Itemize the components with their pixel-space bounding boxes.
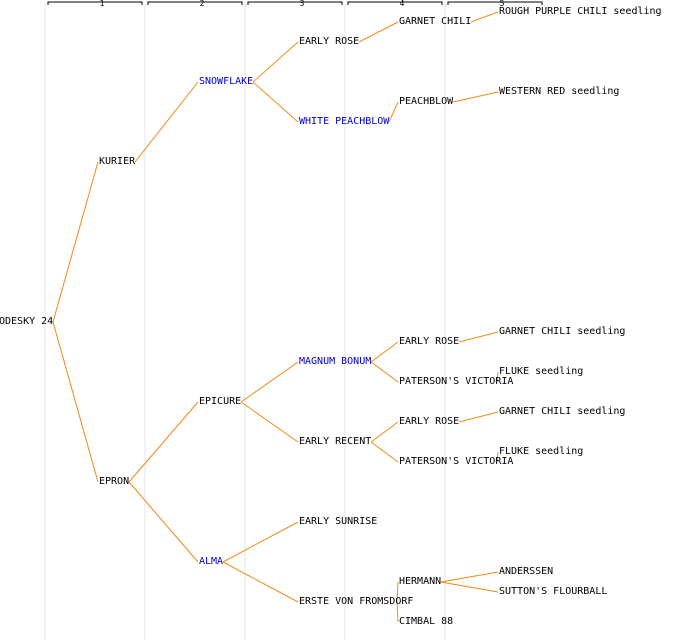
node-epicure[interactable]: EPICURE — [199, 396, 242, 407]
link-magnum_bonum-to-patersons_victoria_1 — [370, 361, 399, 383]
node-early-recent[interactable]: EARLY RECENT — [299, 436, 372, 447]
generation-1-bracket — [47, 1, 143, 5]
node-peachblow[interactable]: PEACHBLOW — [399, 96, 454, 107]
link-epicure-to-magnum_bonum — [240, 361, 299, 403]
node-patersons-victoria[interactable]: PATERSON'S VICTORIA — [399, 376, 514, 387]
link-alma-to-erste_von_fromsdorf — [222, 561, 299, 603]
link-erste_von_fromsdorf-to-cimbal_88 — [396, 601, 399, 623]
node-epron[interactable]: EPRON — [99, 476, 130, 487]
generation-4-bracket — [347, 1, 443, 5]
link-early_rose_2-to-garnet_chili_seedling_1 — [458, 331, 499, 343]
node-rough-purple-chili-seedling[interactable]: ROUGH PURPLE CHILI seedling — [499, 6, 662, 17]
link-erste_von_fromsdorf-to-hermann — [396, 581, 399, 603]
generation-2-bracket — [147, 1, 243, 5]
link-kurier-to-snowflake — [134, 81, 199, 163]
link-patersons_victoria_2-to-fluke_seedling_2 — [496, 451, 499, 463]
node-magnum-bonum[interactable]: MAGNUM BONUM — [299, 356, 372, 367]
link-snowflake-to-white_peachblow — [252, 81, 299, 123]
link-patersons_victoria_1-to-fluke_seedling_1 — [496, 371, 499, 383]
link-epron-to-alma — [128, 481, 199, 563]
node-cimbal-88[interactable]: CIMBAL 88 — [399, 616, 454, 627]
generation-3-bracket — [247, 1, 343, 5]
generation-5-bracket — [447, 1, 543, 5]
generation-5-label: 5 — [499, 0, 505, 8]
link-early_recent-to-early_rose_3 — [370, 421, 399, 443]
node-early-rose[interactable]: EARLY ROSE — [399, 336, 460, 347]
link-odesky-to-epron — [52, 321, 99, 483]
node-white-peachblow[interactable]: WHITE PEACHBLOW — [299, 116, 390, 127]
link-early_recent-to-patersons_victoria_2 — [370, 441, 399, 463]
generation-grid — [44, 1, 543, 640]
link-hermann-to-suttons_flourball — [440, 581, 499, 593]
link-hermann-to-anderssen — [440, 571, 499, 583]
generation-4-label: 4 — [399, 0, 405, 8]
link-alma-to-early_sunrise — [222, 521, 299, 563]
node-kurier[interactable]: KURIER — [99, 156, 136, 167]
node-fluke-seedling[interactable]: FLUKE seedling — [499, 366, 584, 377]
node-anderssen[interactable]: ANDERSSEN — [499, 566, 554, 577]
pedigree-links — [52, 11, 499, 623]
link-garnet_chili-to-rough_purple_chili_seedling — [470, 11, 499, 23]
link-peachblow-to-western_red_seedling — [452, 91, 499, 103]
node-garnet-chili[interactable]: GARNET CHILI — [399, 16, 472, 27]
generation-1-label: 1 — [99, 0, 105, 8]
link-magnum_bonum-to-early_rose_2 — [370, 341, 399, 363]
node-alma[interactable]: ALMA — [199, 556, 224, 567]
node-patersons-victoria[interactable]: PATERSON'S VICTORIA — [399, 456, 514, 467]
node-odesky-24[interactable]: ODESKY 24 — [0, 316, 54, 327]
node-fluke-seedling[interactable]: FLUKE seedling — [499, 446, 584, 457]
node-suttons-flourball[interactable]: SUTTON'S FLOURBALL — [499, 586, 608, 597]
link-white_peachblow-to-peachblow — [388, 101, 399, 123]
link-odesky-to-kurier — [52, 161, 99, 323]
link-early_rose_3-to-garnet_chili_seedling_2 — [458, 411, 499, 423]
node-garnet-chili-seedling[interactable]: GARNET CHILI seedling — [499, 406, 626, 417]
node-garnet-chili-seedling[interactable]: GARNET CHILI seedling — [499, 326, 626, 337]
link-early_rose_1-to-garnet_chili — [358, 21, 399, 43]
generation-2-label: 2 — [199, 0, 205, 8]
node-hermann[interactable]: HERMANN — [399, 576, 442, 587]
link-epron-to-epicure — [128, 401, 199, 483]
link-snowflake-to-early_rose_1 — [252, 41, 299, 83]
node-early-sunrise[interactable]: EARLY SUNRISE — [299, 516, 378, 527]
generation-3-label: 3 — [299, 0, 305, 8]
link-epicure-to-early_recent — [240, 401, 299, 443]
node-early-rose[interactable]: EARLY ROSE — [299, 36, 360, 47]
node-snowflake[interactable]: SNOWFLAKE — [199, 76, 254, 87]
node-erste-von-fromsdorf[interactable]: ERSTE VON FROMSDORF — [299, 596, 414, 607]
node-western-red-seedling[interactable]: WESTERN RED seedling — [499, 86, 620, 97]
node-early-rose[interactable]: EARLY ROSE — [399, 416, 460, 427]
